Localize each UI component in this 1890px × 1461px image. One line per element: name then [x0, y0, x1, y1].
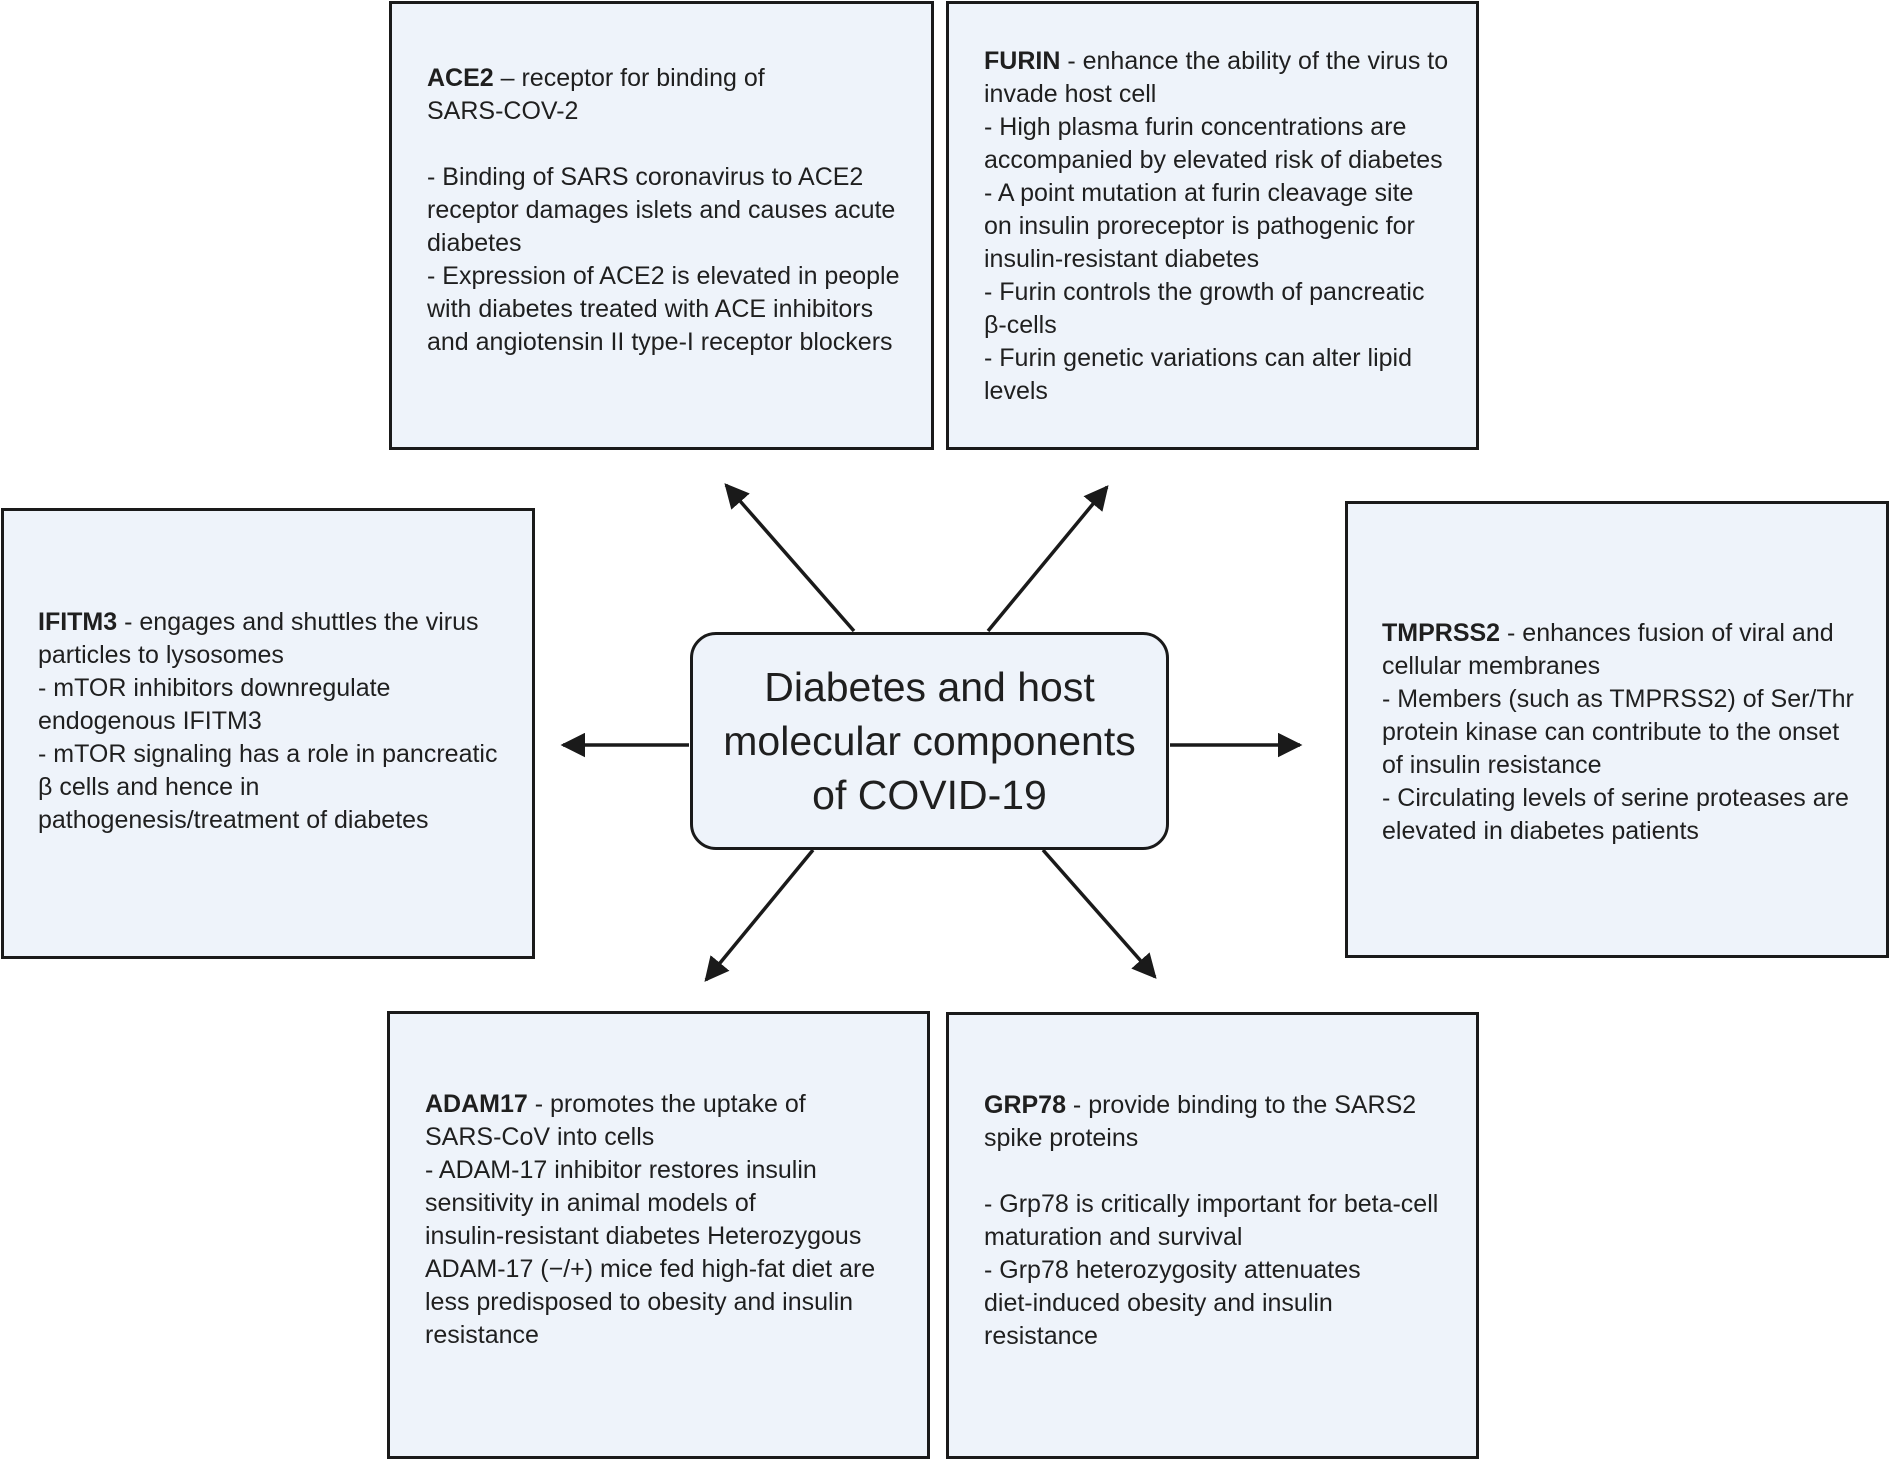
center-node: Diabetes and host molecular components o…: [690, 632, 1169, 850]
adam17-heading: ADAM17 - promotes the uptake of: [425, 1088, 875, 1121]
furin-line: - A point mutation at furin cleavage sit…: [984, 179, 1414, 207]
ace2-line: receptor damages islets and causes acute: [427, 196, 896, 224]
ifitm3-line: - mTOR inhibitors downregulate: [38, 674, 391, 702]
grp78-intro: - provide binding to the SARS2: [1065, 1091, 1417, 1119]
ace2-intro2: SARS-COV-2: [427, 97, 579, 125]
arrow-to-furin: [986, 485, 1109, 633]
ace2-line: - Binding of SARS coronavirus to ACE2: [427, 163, 864, 191]
adam17-line: resistance: [425, 1321, 539, 1349]
tmprss2-line: cellular membranes: [1382, 652, 1601, 680]
adam17-box: ADAM17 - promotes the uptake of SARS-CoV…: [387, 1011, 930, 1459]
tmprss2-line: - Members (such as TMPRSS2) of Ser/Thr: [1382, 685, 1854, 713]
furin-line: invade host cell: [984, 80, 1157, 108]
ace2-line: and angiotensin II type-I receptor block…: [427, 328, 893, 356]
tmprss2-heading: TMPRSS2 - enhances fusion of viral and: [1382, 617, 1854, 650]
furin-line: on insulin proreceptor is pathogenic for: [984, 212, 1415, 240]
ace2-line: - Expression of ACE2 is elevated in peop…: [427, 262, 900, 290]
adam17-intro: - promotes the uptake of: [527, 1090, 806, 1118]
adam17-line: less predisposed to obesity and insulin: [425, 1288, 854, 1316]
grp78-line: resistance: [984, 1322, 1098, 1350]
grp78-heading: GRP78 - provide binding to the SARS2: [984, 1089, 1438, 1122]
ace2-line: diabetes: [427, 229, 522, 257]
adam17-line: SARS-CoV into cells: [425, 1123, 655, 1151]
ace2-intro: – receptor for binding of: [493, 64, 765, 92]
furin-line: levels: [984, 377, 1048, 405]
grp78-title: GRP78: [984, 1091, 1066, 1119]
furin-line: - Furin genetic variations can alter lip…: [984, 344, 1412, 372]
grp78-line: maturation and survival: [984, 1223, 1243, 1251]
ace2-title: ACE2: [427, 64, 494, 92]
ace2-heading: ACE2 – receptor for binding of: [427, 62, 900, 95]
ifitm3-line: - mTOR signaling has a role in pancreati…: [38, 740, 498, 768]
tmprss2-line: of insulin resistance: [1382, 751, 1602, 779]
ifitm3-heading: IFITM3 - engages and shuttles the virus: [38, 606, 497, 639]
ifitm3-line: endogenous IFITM3: [38, 707, 262, 735]
furin-intro: - enhance the ability of the virus to: [1060, 47, 1449, 75]
center-line-1: Diabetes and host: [764, 664, 1095, 710]
furin-title: FURIN: [984, 47, 1061, 75]
tmprss2-line: - Circulating levels of serine proteases…: [1382, 784, 1849, 812]
center-line-2: molecular components: [723, 718, 1136, 764]
adam17-line: ADAM-17 (−/+) mice fed high-fat diet are: [425, 1255, 876, 1283]
ifitm3-line: particles to lysosomes: [38, 641, 284, 669]
center-line-3: of COVID-19: [812, 772, 1047, 818]
tmprss2-line: elevated in diabetes patients: [1382, 817, 1699, 845]
grp78-intro2: spike proteins: [984, 1124, 1139, 1152]
furin-heading: FURIN - enhance the ability of the virus…: [984, 45, 1448, 78]
ifitm3-title: IFITM3: [38, 608, 118, 636]
furin-box: FURIN - enhance the ability of the virus…: [946, 1, 1479, 450]
furin-line: - High plasma furin concentrations are: [984, 113, 1407, 141]
arrow-to-grp78: [1041, 848, 1157, 979]
tmprss2-title: TMPRSS2: [1382, 619, 1501, 647]
adam17-title: ADAM17: [425, 1090, 528, 1118]
grp78-line: - Grp78 is critically important for beta…: [984, 1190, 1439, 1218]
grp78-line: diet-induced obesity and insulin: [984, 1289, 1333, 1317]
furin-line: - Furin controls the growth of pancreati…: [984, 278, 1425, 306]
adam17-line: - ADAM-17 inhibitor restores insulin: [425, 1156, 817, 1184]
ifitm3-intro: - engages and shuttles the virus: [117, 608, 479, 636]
furin-line: β-cells: [984, 311, 1057, 339]
tmprss2-box: TMPRSS2 - enhances fusion of viral and c…: [1345, 501, 1889, 958]
furin-line: insulin-resistant diabetes: [984, 245, 1260, 273]
arrow-to-adam17: [704, 848, 815, 982]
furin-line: accompanied by elevated risk of diabetes: [984, 146, 1443, 174]
ifitm3-box: IFITM3 - engages and shuttles the virus …: [1, 508, 535, 959]
tmprss2-intro: - enhances fusion of viral and: [1500, 619, 1834, 647]
ace2-box: ACE2 – receptor for binding of SARS-COV-…: [389, 1, 934, 450]
ifitm3-line: pathogenesis/treatment of diabetes: [38, 806, 429, 834]
ifitm3-line: β cells and hence in: [38, 773, 260, 801]
adam17-line: insulin-resistant diabetes Heterozygous: [425, 1222, 862, 1250]
tmprss2-line: protein kinase can contribute to the ons…: [1382, 718, 1840, 746]
adam17-line: sensitivity in animal models of: [425, 1189, 756, 1217]
arrow-to-ace2: [724, 483, 856, 633]
ace2-line: with diabetes treated with ACE inhibitor…: [427, 295, 874, 323]
grp78-line: - Grp78 heterozygosity attenuates: [984, 1256, 1361, 1284]
grp78-box: GRP78 - provide binding to the SARS2 spi…: [946, 1012, 1479, 1459]
